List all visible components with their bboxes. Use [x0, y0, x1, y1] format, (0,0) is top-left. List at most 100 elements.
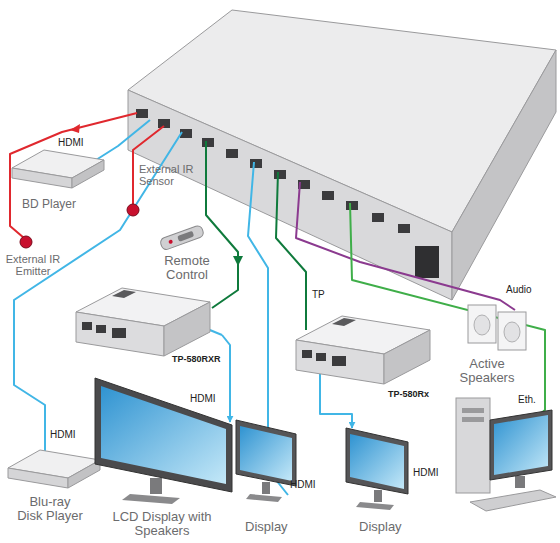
port	[250, 159, 262, 168]
port	[202, 138, 214, 147]
device-label: Remote Control	[155, 254, 219, 281]
device-side	[72, 160, 104, 188]
logo-plate	[332, 318, 356, 326]
hdmi-cable	[96, 120, 150, 160]
ir-emitter-cable	[10, 113, 137, 238]
display-base	[246, 494, 282, 502]
speaker-box	[468, 305, 496, 343]
hdmi-connector	[320, 400, 352, 428]
display-screen	[101, 386, 226, 484]
port	[82, 322, 92, 330]
device-label: TP-580RXR	[172, 355, 221, 364]
port	[226, 149, 238, 158]
pc-tower	[456, 398, 490, 493]
label-group: TP-580Rx	[388, 390, 429, 399]
audio-cable	[296, 182, 515, 310]
receiver-device	[76, 288, 210, 356]
device-node: Display	[332, 428, 422, 543]
device-label: LCD Display with Speakers	[112, 510, 212, 537]
label-group: LCD Display with Speakers	[112, 510, 212, 537]
bluray-player	[8, 450, 100, 488]
bd-player	[12, 150, 104, 188]
device-label: Display	[245, 520, 288, 534]
pc-drive	[462, 408, 484, 413]
cable-label: TP	[312, 290, 325, 300]
display-frame	[346, 428, 408, 494]
remote-button	[168, 239, 173, 244]
unit-side	[452, 50, 556, 300]
speaker-cone	[474, 315, 490, 335]
device-label: Blu-ray Disk Player	[16, 495, 84, 522]
pc-monitor-neck	[515, 476, 525, 488]
speakers	[468, 305, 526, 350]
ethernet-cable	[350, 203, 545, 418]
port	[96, 325, 106, 333]
cable-label: HDMI	[58, 138, 84, 148]
display-neck	[150, 478, 162, 494]
power-inlet	[415, 246, 439, 278]
label-group: Display	[245, 520, 288, 534]
device-node: BD Player	[8, 140, 108, 212]
tp-cable	[206, 141, 238, 308]
edge-label: HDMI	[413, 468, 439, 478]
device-node: Remote Control	[150, 228, 224, 284]
unit-front	[128, 90, 452, 300]
device-node: External IR Sensor	[125, 160, 195, 218]
device-label: Display	[359, 520, 402, 534]
logo-plate	[112, 290, 136, 298]
label-group: Remote Control	[155, 254, 219, 281]
pc-monitor	[490, 410, 552, 480]
pc-screen	[494, 415, 548, 475]
port	[322, 191, 334, 200]
cable-label: Audio	[506, 285, 532, 295]
device-front	[12, 168, 72, 188]
pc-keyboard	[470, 490, 556, 511]
port	[274, 170, 286, 179]
ir-sensor-dot	[127, 204, 139, 216]
label-group: External IR Emitter	[2, 254, 64, 277]
device-label: BD Player	[22, 198, 76, 211]
cable-arrow	[70, 124, 80, 133]
device-front	[76, 312, 164, 356]
device-node: External IR Emitter	[0, 232, 66, 294]
remote-button	[177, 231, 194, 242]
label-group: TP-580RXR	[172, 355, 221, 364]
lcd-display	[95, 378, 232, 504]
cables	[10, 113, 545, 495]
computer	[456, 398, 556, 511]
switcher-unit	[128, 10, 556, 300]
edge-label: HDMI	[190, 394, 216, 404]
port	[372, 213, 384, 222]
device-front	[296, 340, 384, 384]
display	[346, 428, 408, 510]
label-group: Blu-ray Disk Player	[16, 495, 84, 522]
cable-arrow	[233, 256, 243, 266]
hdmi-connector	[222, 335, 230, 422]
label-group: Active Speakers	[452, 357, 522, 384]
speaker-cone	[504, 322, 520, 342]
display-base	[122, 494, 180, 504]
cable-label: Eth.	[518, 395, 536, 405]
pc-drive	[462, 417, 484, 422]
display-frame	[236, 420, 296, 486]
device-side	[164, 302, 210, 356]
device-node: TP-580Rx	[292, 312, 437, 400]
display-neck	[262, 482, 270, 494]
device-node: Blu-ray Disk Player	[3, 445, 98, 543]
port	[332, 356, 346, 366]
cable-label: HDMI	[290, 480, 316, 490]
label-group: Display	[359, 520, 402, 534]
device-label: External IR Sensor	[139, 164, 199, 187]
port	[316, 353, 326, 361]
label-group: External IR Sensor	[139, 164, 199, 187]
device-node: Display	[232, 415, 302, 543]
label-group: BD Player	[22, 198, 76, 211]
display-screen	[350, 434, 404, 489]
display-base	[356, 502, 394, 510]
device-front	[8, 468, 68, 488]
hdmi-stub	[319, 374, 321, 400]
device-node: Active Speakers	[440, 295, 535, 387]
port	[346, 201, 358, 210]
